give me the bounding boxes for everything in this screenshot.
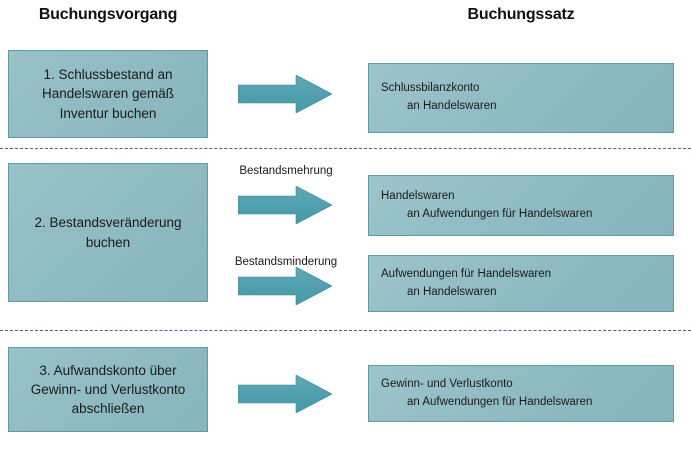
process-box-1-label: 1. Schlussbestand an Handelswaren gemäß …	[41, 67, 175, 121]
arrow-2	[238, 186, 332, 224]
arrow-right-icon	[238, 267, 332, 305]
entry-box-3-line1: Aufwendungen für Handelswaren	[381, 267, 552, 280]
process-box-3-label: 3. Aufwandskonto über Gewinn- und Verlus…	[30, 362, 186, 417]
entry-box-3: Aufwendungen für Handelswaren an Handels…	[368, 255, 674, 312]
arrow-right-icon	[238, 375, 332, 413]
arrow-label-bestandsminderung: Bestandsminderung	[234, 256, 338, 268]
entry-box-3-line2: an Handelswaren	[407, 285, 497, 298]
section-divider-1	[0, 148, 691, 149]
entry-box-2: Handelswaren an Aufwendungen für Handels…	[368, 175, 674, 236]
arrow-right-icon	[238, 75, 332, 113]
process-box-2-label: 2. Bestandsveränderung buchen	[34, 215, 182, 250]
entry-box-4: Gewinn- und Verlustkonto an Aufwendungen…	[368, 365, 674, 422]
entry-box-4-line1: Gewinn- und Verlustkonto	[381, 377, 513, 390]
entry-box-1-line1: Schlussbilanzkonto	[381, 82, 480, 95]
entry-box-1: Schlussbilanzkonto an Handelswaren	[368, 63, 674, 133]
process-box-3: 3. Aufwandskonto über Gewinn- und Verlus…	[8, 347, 208, 432]
arrow-4	[238, 375, 332, 413]
arrow-label-bestandsmehrung: Bestandsmehrung	[239, 165, 333, 177]
entry-box-1-line2: an Handelswaren	[407, 100, 497, 112]
section-divider-2	[0, 330, 691, 331]
process-box-1: 1. Schlussbestand an Handelswaren gemäß …	[8, 50, 208, 138]
process-box-2: 2. Bestandsveränderung buchen	[8, 163, 208, 302]
entry-box-2-line2: an Aufwendungen für Handelswaren	[407, 207, 593, 220]
column-header-buchungsvorgang: Buchungsvorgang	[38, 6, 178, 23]
entry-box-4-line2: an Aufwendungen für Handelswaren	[407, 395, 593, 408]
arrow-right-icon	[238, 186, 332, 224]
entry-box-2-line1: Handelswaren	[381, 189, 455, 202]
column-header-buchungssatz: Buchungssatz	[467, 6, 575, 23]
arrow-1	[238, 75, 332, 113]
arrow-3	[238, 267, 332, 305]
